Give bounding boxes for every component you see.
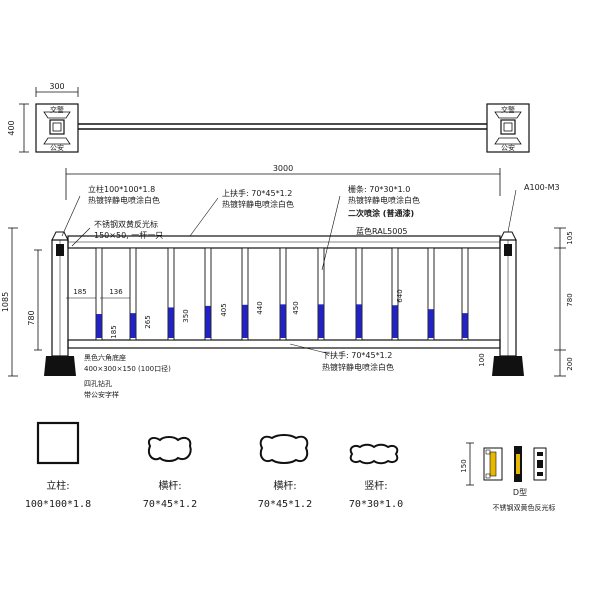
right-dim-bottom: 200 xyxy=(566,357,574,370)
picket-5 xyxy=(241,247,249,341)
reflector-size-label: 150×50, 一杆一只 xyxy=(94,230,163,240)
picket-1-blue-fill xyxy=(96,314,102,338)
lower-rail-label: 下扶手: 70*45*1.2 xyxy=(322,350,392,360)
right-post xyxy=(492,231,524,376)
rail-section-1-label: 横杆: xyxy=(158,479,181,492)
left-post-plan: 交警 公安 xyxy=(35,103,79,153)
picket-section-shape xyxy=(349,443,399,465)
picket-11-blue-fill xyxy=(462,313,468,338)
right-dimensions: 105 780 200 100 xyxy=(478,227,574,377)
reflector-spec-label: 不锈钢双黄反光标 xyxy=(94,219,158,229)
post-section-shape xyxy=(36,421,80,465)
span-dim: 3000 xyxy=(273,164,293,173)
picket-9-blue-fill xyxy=(392,305,398,338)
total-height-dim: 1085 xyxy=(1,292,10,312)
rail-section-2-size: 70*45*1.2 xyxy=(258,499,312,510)
left-post-label-bottom: 公安 xyxy=(50,143,64,152)
reflector-height-dim: 150 xyxy=(460,459,468,472)
rail-section-2-label: 横杆: xyxy=(273,479,296,492)
picket-3 xyxy=(167,247,175,341)
rail-section-1-shape xyxy=(148,436,192,462)
picket-spec-label: 栅条: 70*30*1.0 xyxy=(348,184,410,194)
elevation-view: 3000 1085 780 xyxy=(1,164,574,399)
picket-height-dim-1: 185 xyxy=(110,325,118,338)
base-dim: 100 xyxy=(478,353,486,366)
reflector-detail: 150 D型 不锈钢双黄色反光标 xyxy=(460,442,556,512)
picket-4-blue-fill xyxy=(205,305,211,338)
picket-group xyxy=(95,247,469,341)
picket-finish-label: 热镀锌静电喷涂白色 xyxy=(348,195,420,205)
left-post xyxy=(44,231,76,376)
picket-gap-dim-1: 185 xyxy=(73,288,86,296)
right-post-label-bottom: 公安 xyxy=(501,143,515,152)
reflector-back xyxy=(533,447,547,481)
right-marker-label: A100-M3 xyxy=(524,183,560,192)
picket-5-blue-fill xyxy=(242,304,248,338)
leader-lines xyxy=(61,189,517,355)
rail-section-1-size: 70*45*1.2 xyxy=(143,499,197,510)
reflector-front xyxy=(483,447,503,481)
post-section-label: 立柱: xyxy=(46,479,69,492)
picket-8-blue-fill xyxy=(356,304,362,338)
picket-11 xyxy=(461,247,469,341)
picket-7 xyxy=(317,247,325,341)
right-base xyxy=(492,356,524,376)
post-spec-label: 立柱100*100*1.8 xyxy=(88,184,155,194)
left-post-label-top: 交警 xyxy=(50,105,64,114)
second-spray-label: 二次喷涂 (普通漆) xyxy=(348,208,414,218)
post-section-size: 100*100*1.8 xyxy=(25,499,91,510)
picket-6 xyxy=(279,247,287,341)
reflector-code: D型 xyxy=(513,488,527,497)
lower-rail xyxy=(67,339,501,349)
right-dim-top: 105 xyxy=(566,231,574,244)
picket-10-blue-fill xyxy=(428,309,434,338)
picket-6-blue-fill xyxy=(280,304,286,338)
reflector-caption: 不锈钢双黄色反光标 xyxy=(493,503,556,512)
picket-section-label: 竖杆: xyxy=(364,480,387,492)
base-logo-label: 带公安字样 xyxy=(84,390,119,399)
picket-2-blue-fill xyxy=(130,313,136,338)
plan-height-dim: 400 xyxy=(7,120,16,135)
right-dim-mid: 780 xyxy=(566,293,574,306)
picket-10 xyxy=(427,247,435,341)
plan-width-dim: 300 xyxy=(49,82,64,91)
picket-gap-dim-2: 136 xyxy=(109,288,123,296)
picket-1 xyxy=(95,247,103,341)
right-post-label-top: 交警 xyxy=(501,105,515,114)
base-holes-label: 四孔钻孔 xyxy=(84,379,112,388)
plan-view: 300 400 交警 公安 交警 公安 xyxy=(7,82,530,153)
left-base xyxy=(44,356,76,376)
picket-9 xyxy=(391,247,399,341)
right-post-plan: 交警 公安 xyxy=(486,103,530,153)
upper-rail-finish-label: 热镀锌静电喷涂白色 xyxy=(222,199,294,209)
picket-4 xyxy=(204,247,212,341)
picket-dimensions: 185 136 185 265 350 405 440 450 640 xyxy=(66,288,404,339)
left-reflector xyxy=(56,244,64,256)
base-color-label: 黑色六角底座 xyxy=(84,353,126,362)
picket-height-dim-7: 640 xyxy=(396,289,404,302)
lower-rail-finish-label: 热镀锌静电喷涂白色 xyxy=(322,362,394,372)
base-size-label: 400×300×150 (100口径) xyxy=(84,364,171,373)
rail-section-2-shape xyxy=(259,434,309,464)
post-finish-label: 热镀锌静电喷涂白色 xyxy=(88,195,160,205)
picket-height-dim-4: 405 xyxy=(220,303,228,316)
section-details: 立柱: 100*100*1.8 横杆: 70*45*1.2 横杆: 70*45*… xyxy=(25,421,403,510)
picket-3-blue-fill xyxy=(168,307,174,338)
picket-section-size: 70*30*1.0 xyxy=(349,499,403,510)
picket-height-dim-2: 265 xyxy=(144,315,152,328)
right-reflector xyxy=(504,244,512,256)
picket-2 xyxy=(129,247,137,341)
picket-height-dim-6: 450 xyxy=(292,301,300,314)
upper-rail-label: 上扶手: 70*45*1.2 xyxy=(222,188,292,198)
picket-8 xyxy=(355,247,363,341)
blue-color-label: 蓝色RAL5005 xyxy=(356,226,408,236)
picket-height-dim-5: 440 xyxy=(256,301,264,314)
picket-7-blue-fill xyxy=(318,304,324,338)
inner-height-dim: 780 xyxy=(27,310,36,325)
picket-height-dim-3: 350 xyxy=(182,309,190,322)
